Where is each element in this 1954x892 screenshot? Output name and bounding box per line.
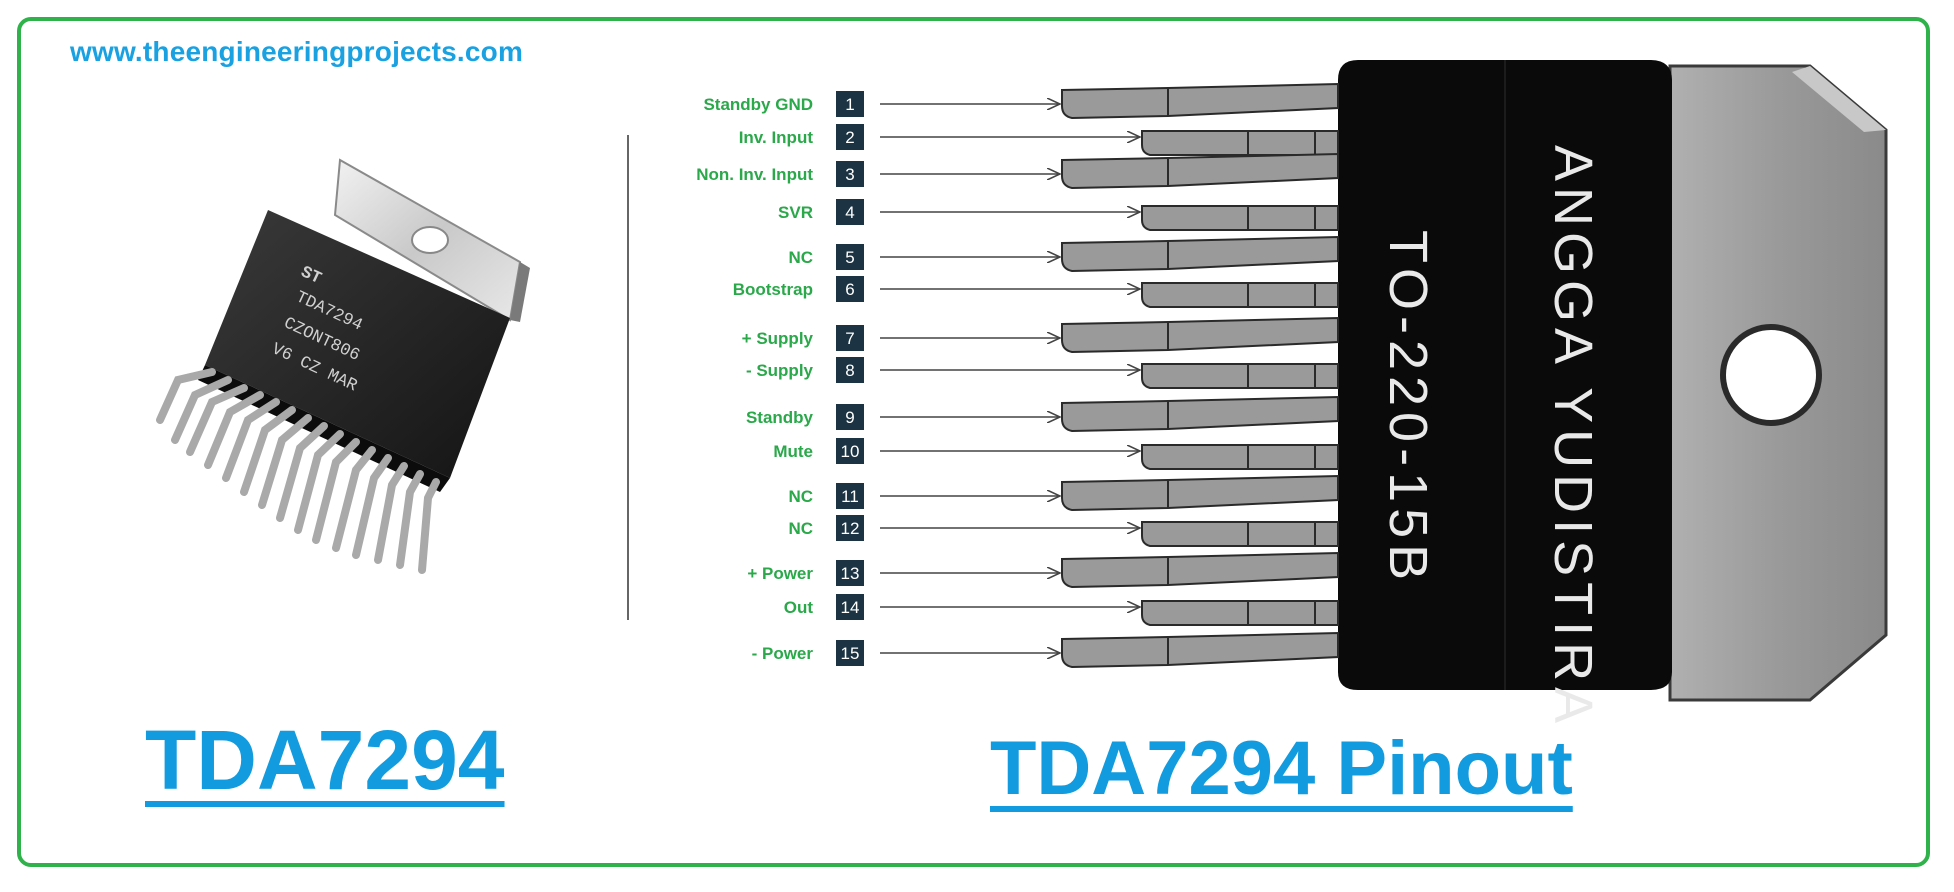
pin-label-11: NC [788, 487, 813, 506]
pin-number-3: 3 [845, 165, 854, 184]
pin-number-6: 6 [845, 280, 854, 299]
pin-number-5: 5 [845, 248, 854, 267]
pin-label-12: NC [788, 519, 813, 538]
pin-number-15: 15 [841, 644, 860, 663]
pin-number-2: 2 [845, 128, 854, 147]
pin-label-2: Inv. Input [739, 128, 814, 147]
pin-lead-1 [1061, 82, 1339, 120]
pin-label-10: Mute [773, 442, 813, 461]
pin-lead-2 [1141, 130, 1339, 156]
pin-lead-8 [1141, 363, 1339, 389]
pin-lead-6 [1141, 282, 1339, 308]
pin-lead-12 [1141, 521, 1339, 547]
pin-number-13: 13 [841, 564, 860, 583]
pin-number-badge-4 [836, 199, 864, 225]
pin-lead-7 [1061, 316, 1339, 354]
pin-number-badge-3 [836, 161, 864, 187]
pin-number-badge-15 [836, 640, 864, 666]
pin-number-badge-9 [836, 404, 864, 430]
pin-lead-9 [1061, 395, 1339, 433]
pin-label-14: Out [784, 598, 814, 617]
pin-number-7: 7 [845, 329, 854, 348]
pin-number-badge-1 [836, 91, 864, 117]
pin-number-14: 14 [841, 598, 860, 617]
pin-label-3: Non. Inv. Input [696, 165, 813, 184]
pin-number-badge-12 [836, 515, 864, 541]
pin-label-13: + Power [747, 564, 813, 583]
pin-label-5: NC [788, 248, 813, 267]
pin-label-1: Standby GND [703, 95, 813, 114]
chip-title[interactable]: TDA7294 [145, 713, 505, 807]
pin-lead-4 [1141, 205, 1339, 231]
pin-lead-15 [1061, 631, 1339, 669]
pin-number-11: 11 [841, 487, 859, 506]
pin-lead-5 [1061, 235, 1339, 273]
pin-lead-13 [1061, 551, 1339, 589]
pinout-title[interactable]: TDA7294 Pinout [990, 726, 1573, 811]
pin-number-badge-10 [836, 438, 864, 464]
pin-lead-3 [1061, 152, 1339, 190]
image-frame [17, 17, 1930, 867]
pin-label-6: Bootstrap [733, 280, 813, 299]
pin-number-badge-6 [836, 276, 864, 302]
pin-lead-14 [1141, 600, 1339, 626]
site-url[interactable]: www.theengineeringprojects.com [70, 36, 524, 67]
pin-number-badge-13 [836, 560, 864, 586]
pin-number-1: 1 [845, 95, 854, 114]
pin-label-15: - Power [752, 644, 814, 663]
pin-number-badge-7 [836, 325, 864, 351]
chip-photo: ST TDA7294 CZONT806 V6 CZ MAR [156, 158, 530, 574]
pin-number-9: 9 [845, 408, 854, 427]
pin-lead-11 [1061, 474, 1339, 512]
pin-label-4: SVR [778, 203, 813, 222]
pin-number-4: 4 [845, 203, 854, 222]
pin-number-badge-14 [836, 594, 864, 620]
pin-label-7: + Supply [742, 329, 814, 348]
pin-number-badge-2 [836, 124, 864, 150]
package-type-label: TO-220-15B [1378, 230, 1438, 586]
mounting-hole [1720, 324, 1822, 426]
package-drawing: TO-220-15B ANGGA YUDISTIRA [1338, 60, 1888, 729]
package-author-label: ANGGA YUDISTIRA [1543, 145, 1603, 729]
pin-label-9: Standby [746, 408, 814, 427]
pin-number-badge-11 [836, 483, 864, 509]
pin-lead-10 [1141, 444, 1339, 470]
pin-number-12: 12 [841, 519, 860, 538]
pin-label-8: - Supply [746, 361, 814, 380]
section-divider [627, 135, 629, 620]
pin-number-badge-5 [836, 244, 864, 270]
pin-number-8: 8 [845, 361, 854, 380]
pin-number-10: 10 [841, 442, 860, 461]
package-leads [1061, 82, 1339, 669]
pin-number-badge-8 [836, 357, 864, 383]
